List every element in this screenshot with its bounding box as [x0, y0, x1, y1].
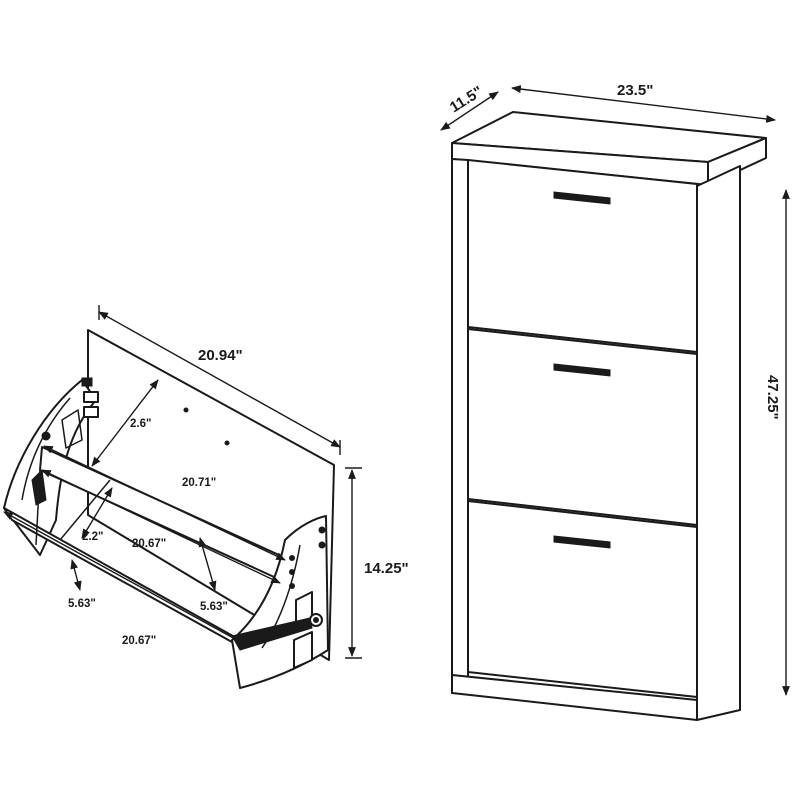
hinge-part: [81, 377, 93, 387]
cabinet-left-stile: [451, 158, 469, 694]
drawer-dimension-lines: [3, 305, 362, 659]
depth-dimension-line: [440, 91, 499, 131]
side-depth-left-dimension-line: [70, 559, 82, 591]
right-bracket-knob-center: [313, 617, 319, 623]
drawer-length-dimension-line: [98, 311, 341, 448]
rivet: [318, 526, 326, 534]
screw-hole: [183, 407, 189, 413]
left-bracket-inner-arc: [21, 397, 71, 501]
label-drawer-height: 14.25": [364, 560, 409, 577]
cabinet-dimension-lines: [440, 85, 790, 696]
cabinet-right-side: [696, 165, 741, 721]
rivet: [289, 555, 295, 561]
open-drawer: [3, 329, 335, 689]
drawer-front-middle: [467, 328, 698, 526]
drawer-front-top: [467, 159, 698, 353]
cabinet: [451, 111, 767, 721]
label-drawer-length: 20.94": [198, 347, 243, 364]
label-side-depth-left: 5.63": [68, 598, 96, 610]
inner-length-bottom-dimension-line: [3, 511, 247, 646]
rivet: [289, 569, 295, 575]
drawer-front-bottom: [467, 500, 698, 698]
side-depth-right-dimension-line: [198, 537, 217, 591]
label-cabinet-height: 47.25": [764, 375, 781, 420]
drawer-handle-middle: [553, 363, 611, 377]
label-side-depth-right: 5.63": [200, 601, 228, 613]
label-inner-length-mid: 20.67": [132, 538, 166, 550]
label-panel-offset: 2.6": [130, 418, 151, 430]
hinge-part: [83, 406, 99, 418]
rivet: [318, 541, 326, 549]
label-cabinet-depth: 11.5": [447, 83, 486, 116]
left-bracket-slot: [61, 409, 83, 449]
label-inner-length-bottom: 20.67": [122, 635, 156, 647]
hinge-bolt: [41, 431, 51, 441]
rivet: [289, 583, 295, 589]
label-cabinet-width: 23.5": [617, 82, 653, 99]
cabinet-plinth: [451, 674, 698, 721]
right-bracket-slot: [293, 631, 313, 669]
drawer-handle-top: [553, 191, 611, 205]
drawer-handle-bottom: [553, 535, 611, 549]
width-dimension-line: [511, 85, 776, 123]
bracket-offset-dimension-line: [81, 487, 113, 539]
hinge-part: [83, 391, 99, 403]
label-inner-length-top: 20.71": [182, 477, 216, 489]
label-bracket-offset: 2.2": [82, 531, 103, 543]
screw-hole: [224, 440, 230, 446]
